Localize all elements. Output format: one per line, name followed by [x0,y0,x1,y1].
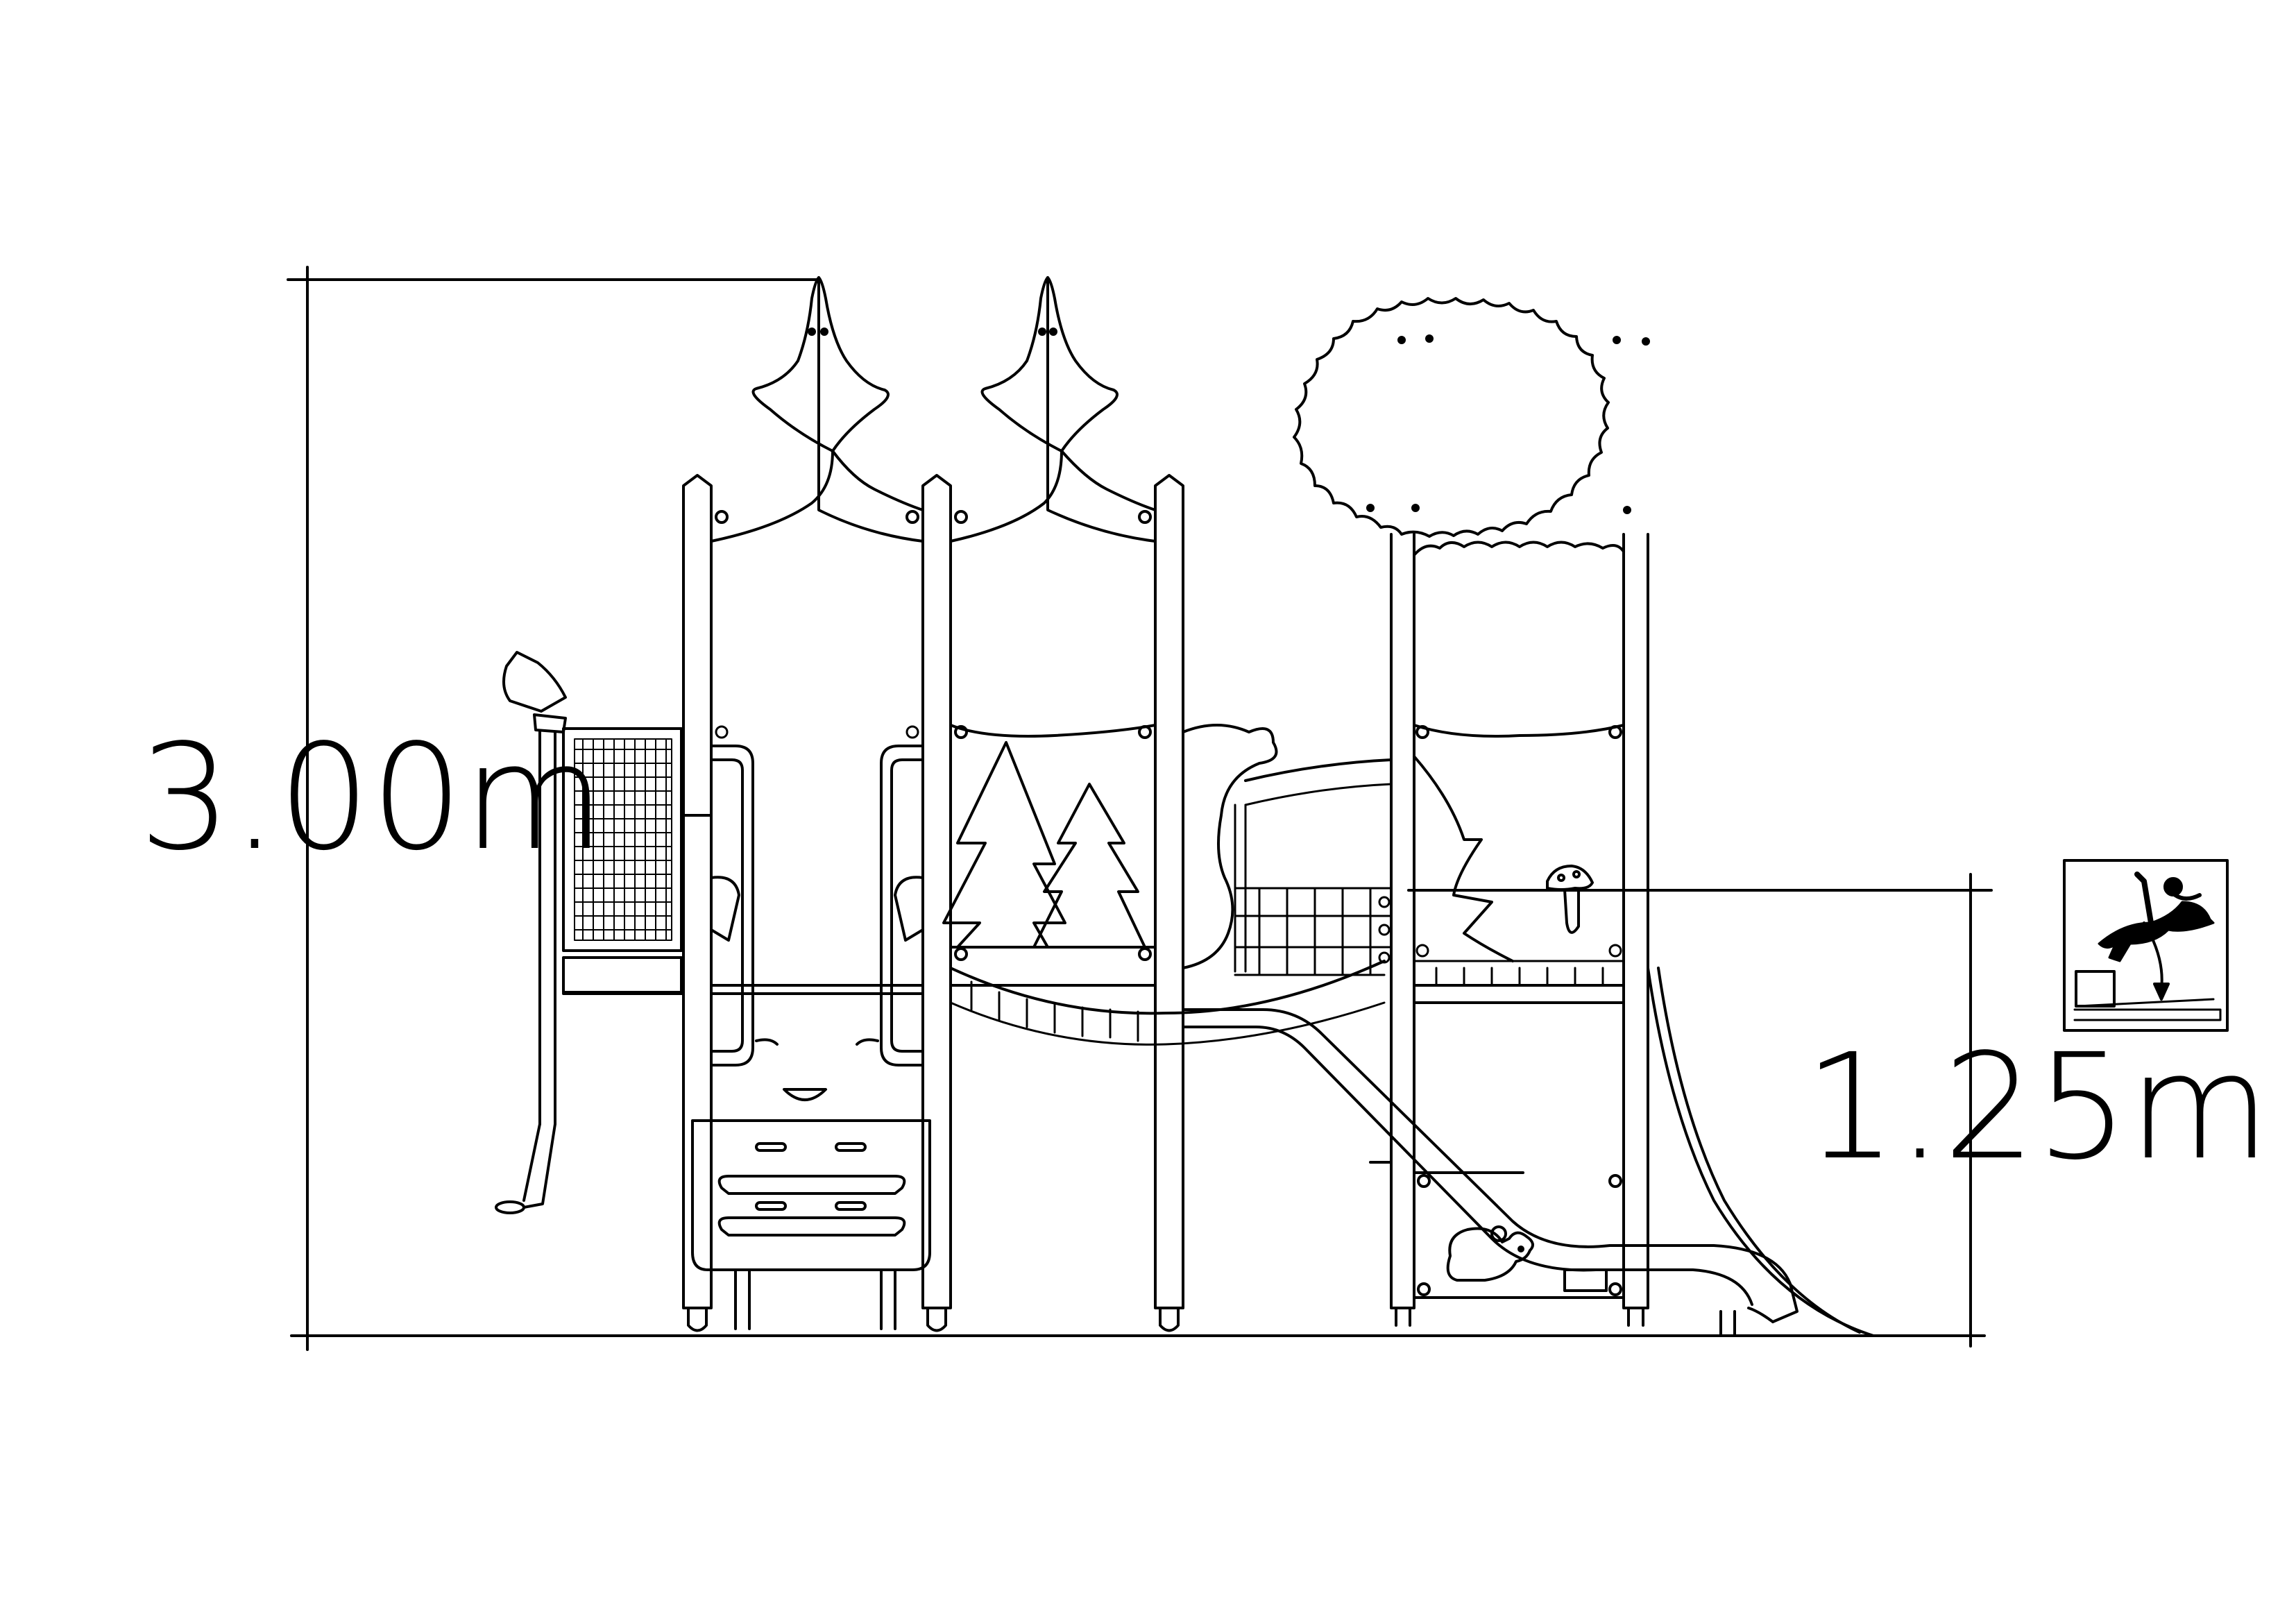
tree-cutout-panel [942,724,1157,961]
wavy-entry-panel [1182,724,1278,969]
mouse-panel [1413,1171,1625,1299]
side-net-panel [562,727,683,994]
tower-1 [682,474,952,1332]
overall-height-label: 3.00m [139,713,605,883]
access-steps [691,1119,931,1330]
pine-roof-middle [949,276,1157,543]
tower-3-panels [1413,724,1625,987]
tower-2 [1154,474,1184,1332]
net-bridge [949,758,1393,1046]
rear-climbing-pole [1647,967,1875,1337]
overall-height-dimension: 3.00m [139,266,820,1351]
telescope [495,651,567,1214]
slide [1182,1008,1798,1323]
pine-roof-left [710,276,924,543]
platform-height-dimension: 1.25m [1407,873,2270,1348]
round-scalloped-roof [1293,297,1650,556]
handrails [710,745,924,1101]
mouse-icon [1446,1227,1534,1282]
platform-height-label: 1.25m [1804,1022,2270,1192]
bolts [715,725,1622,964]
fall-height-pictogram-icon [2063,859,2229,1032]
tower-3 [1369,533,1649,1327]
